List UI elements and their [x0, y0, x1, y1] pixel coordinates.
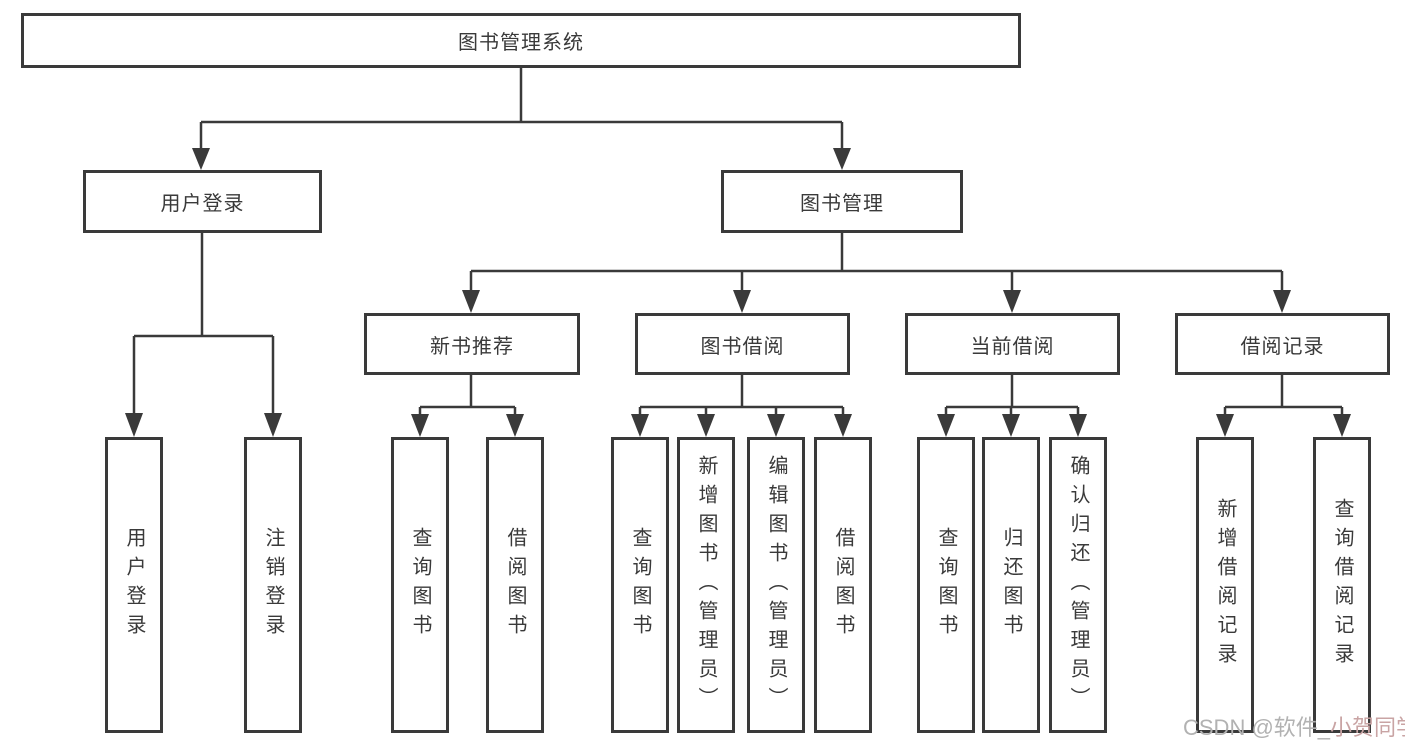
- csdn-watermark: CSDN @软件_小贺同学: [1183, 710, 1405, 742]
- node-new-book-recommend-label: 新书推荐: [430, 335, 514, 358]
- leaf-logout-label: 注销登录: [262, 527, 284, 643]
- leaf-add-borrow-record-label: 新增借阅记录: [1214, 498, 1236, 672]
- leaf-add-borrow-record: 新增借阅记录: [1196, 437, 1254, 733]
- csdn-watermark-prefix: CSDN @软件_: [1183, 715, 1331, 740]
- leaf-query-books-current: 查询图书: [917, 437, 975, 733]
- node-borrow-records-label: 借阅记录: [1240, 335, 1325, 358]
- node-current-borrow-label: 当前借阅: [970, 335, 1055, 358]
- node-user-login: 用户登录: [83, 170, 322, 233]
- leaf-add-books-admin: 新增图书（管理员）: [677, 437, 735, 733]
- leaf-query-books-recommend: 查询图书: [391, 437, 449, 733]
- leaf-borrow-books-label: 借阅图书: [832, 527, 854, 643]
- node-user-login-label: 用户登录: [160, 193, 245, 215]
- leaf-query-borrow-record-label: 查询借阅记录: [1331, 498, 1353, 672]
- leaf-query-books-current-label: 查询图书: [935, 527, 957, 643]
- node-borrow-records: 借阅记录: [1175, 313, 1390, 375]
- node-root-label: 图书管理系统: [458, 32, 584, 54]
- leaf-edit-books-admin-label: 编辑图书（管理员）: [765, 454, 787, 716]
- leaf-user-login-label: 用户登录: [123, 527, 145, 643]
- arrowheads: [125, 148, 1351, 437]
- leaf-logout: 注销登录: [244, 437, 302, 733]
- node-book-management: 图书管理: [721, 170, 963, 233]
- leaf-borrow-books-recommend: 借阅图书: [486, 437, 544, 733]
- node-book-management-label: 图书管理: [800, 193, 884, 215]
- leaf-query-books-borrow: 查询图书: [611, 437, 669, 733]
- leaf-borrow-books-recommend-label: 借阅图书: [504, 527, 526, 643]
- node-root-system: 图书管理系统: [21, 13, 1021, 68]
- node-book-borrow: 图书借阅: [635, 313, 850, 375]
- leaf-query-borrow-record: 查询借阅记录: [1313, 437, 1371, 733]
- node-new-book-recommend: 新书推荐: [364, 313, 580, 375]
- leaf-query-books-borrow-label: 查询图书: [629, 527, 651, 643]
- leaf-confirm-return-admin-label: 确认归还（管理员）: [1067, 454, 1089, 716]
- csdn-watermark-suffix: 小贺同学: [1330, 715, 1405, 740]
- leaf-query-books-recommend-label: 查询图书: [409, 527, 431, 643]
- leaf-edit-books-admin: 编辑图书（管理员）: [747, 437, 805, 733]
- leaf-return-books-label: 归还图书: [1000, 527, 1022, 643]
- leaf-user-login: 用户登录: [105, 437, 163, 733]
- leaf-borrow-books: 借阅图书: [814, 437, 872, 733]
- node-book-borrow-label: 图书借阅: [700, 335, 785, 358]
- leaf-add-books-admin-label: 新增图书（管理员）: [695, 454, 717, 716]
- leaf-confirm-return-admin: 确认归还（管理员）: [1049, 437, 1107, 733]
- leaf-return-books: 归还图书: [982, 437, 1040, 733]
- node-current-borrow: 当前借阅: [905, 313, 1120, 375]
